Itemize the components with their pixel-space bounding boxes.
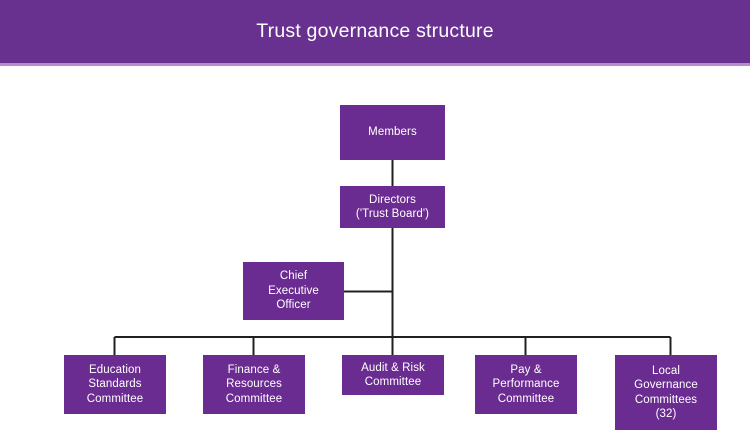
- node-pay-line-3: Committee: [497, 392, 555, 405]
- node-local-line-4: (32): [655, 408, 677, 420]
- node-directors-line-1: Directors: [369, 193, 416, 206]
- node-pay-line-1: Pay &: [510, 363, 542, 376]
- page-header: Trust governance structure: [0, 0, 750, 63]
- node-education-line-2: Standards: [88, 378, 142, 391]
- node-local-line-1: Local: [652, 364, 680, 377]
- node-ceo-line-1: Chief: [279, 270, 308, 283]
- node-pay-line-2: Performance: [492, 378, 560, 391]
- node-finance-line-1: Finance &: [227, 363, 281, 376]
- node-audit-risk-committee[interactable]: Audit & Risk Committee: [342, 355, 444, 395]
- node-audit-line-1: Audit & Risk: [361, 361, 425, 374]
- node-members[interactable]: Members: [340, 105, 445, 160]
- node-pay-performance-committee[interactable]: Pay & Performance Committee: [475, 355, 577, 414]
- node-members-line-1: Members: [368, 126, 417, 139]
- node-finance-resources-committee[interactable]: Finance & Resources Committee: [203, 355, 305, 414]
- node-ceo-line-2: Executive: [268, 284, 319, 297]
- node-directors-line-2: ('Trust Board'): [355, 208, 430, 220]
- org-chart-canvas: Members Directors ('Trust Board') Chief …: [0, 66, 750, 445]
- node-education-standards-committee[interactable]: Education Standards Committee: [64, 355, 166, 414]
- node-chief-executive-officer[interactable]: Chief Executive Officer: [243, 262, 344, 320]
- page-title: Trust governance structure: [256, 19, 494, 42]
- node-education-line-1: Education: [88, 363, 142, 376]
- header-underline-divider: [0, 63, 750, 66]
- node-local-governance-committees[interactable]: Local Governance Committees (32): [615, 355, 717, 430]
- node-finance-line-3: Committee: [225, 392, 283, 405]
- node-directors[interactable]: Directors ('Trust Board'): [340, 186, 445, 228]
- node-education-line-3: Committee: [86, 392, 144, 405]
- node-ceo-line-3: Officer: [276, 299, 311, 312]
- node-local-line-3: Committees: [634, 393, 698, 406]
- node-audit-line-2: Committee: [364, 376, 422, 388]
- node-finance-line-2: Resources: [226, 378, 282, 391]
- node-local-line-2: Governance: [634, 379, 698, 391]
